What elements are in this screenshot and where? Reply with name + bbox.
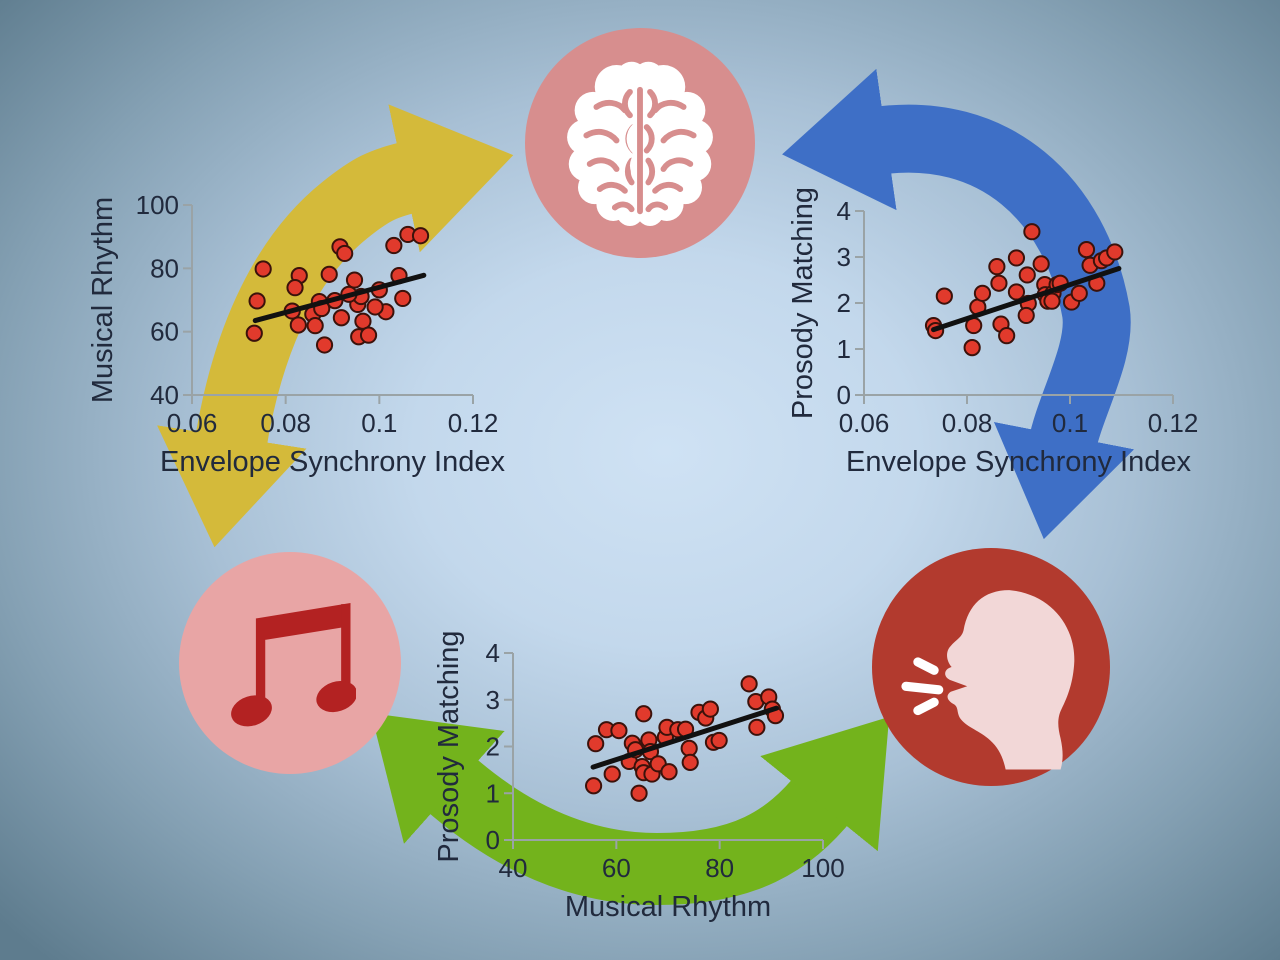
data-point bbox=[1023, 223, 1041, 241]
y-tick-label: 60 bbox=[150, 317, 179, 347]
y-tick-label: 100 bbox=[136, 190, 179, 220]
x-axis-label: Envelope Synchrony Index bbox=[160, 446, 505, 478]
data-point bbox=[1106, 243, 1124, 261]
y-tick-label: 1 bbox=[837, 334, 851, 364]
brain-node bbox=[525, 28, 755, 258]
data-point bbox=[1032, 255, 1050, 273]
data-point bbox=[630, 784, 648, 802]
arrow-music-to-brain bbox=[157, 104, 514, 548]
data-point bbox=[610, 722, 628, 740]
data-point bbox=[286, 279, 304, 297]
data-point bbox=[1017, 306, 1035, 325]
data-point bbox=[394, 289, 412, 308]
data-point bbox=[289, 316, 307, 334]
data-point bbox=[680, 739, 698, 757]
trend-line bbox=[590, 705, 779, 770]
y-tick-label: 3 bbox=[837, 242, 851, 272]
y-tick-label: 4 bbox=[837, 196, 851, 226]
data-point bbox=[990, 274, 1008, 292]
y-tick-label: 2 bbox=[486, 732, 500, 762]
data-point bbox=[315, 336, 334, 354]
brain-fissure bbox=[637, 86, 643, 215]
music-node bbox=[179, 552, 401, 774]
data-point bbox=[245, 324, 263, 342]
head-profile bbox=[945, 590, 1075, 770]
data-point bbox=[701, 700, 719, 718]
x-axis-label: Envelope Synchrony Index bbox=[846, 446, 1191, 478]
data-point bbox=[254, 260, 272, 278]
trend-line bbox=[252, 272, 427, 324]
x-tick-label: 0.12 bbox=[1148, 408, 1199, 438]
data-point bbox=[998, 327, 1016, 345]
x-tick-label: 0.12 bbox=[448, 408, 499, 438]
x-tick-label: 60 bbox=[602, 853, 631, 883]
y-tick-label: 3 bbox=[486, 685, 500, 715]
data-point bbox=[973, 284, 992, 302]
data-point bbox=[710, 731, 728, 750]
x-tick-label: 0.06 bbox=[167, 408, 218, 438]
y-tick-label: 1 bbox=[486, 778, 500, 808]
data-point bbox=[681, 753, 699, 771]
data-point bbox=[385, 236, 403, 255]
data-point bbox=[635, 705, 653, 723]
y-tick-label: 80 bbox=[150, 253, 179, 283]
speech-rays-icon bbox=[901, 657, 944, 716]
x-axis-label: Musical Rhythm bbox=[565, 891, 771, 923]
data-point bbox=[963, 339, 981, 357]
y-tick-label: 40 bbox=[150, 380, 179, 410]
brain-icon bbox=[567, 55, 724, 231]
data-point bbox=[585, 777, 603, 795]
data-point bbox=[366, 298, 384, 316]
data-point bbox=[748, 718, 766, 736]
music-note-icon bbox=[231, 603, 356, 727]
data-point bbox=[359, 326, 378, 344]
data-point bbox=[1018, 266, 1036, 284]
data-point bbox=[1077, 241, 1096, 259]
data-point bbox=[320, 265, 338, 283]
speaking-head-icon bbox=[901, 590, 1075, 770]
x-tick-label: 40 bbox=[499, 853, 528, 883]
data-point bbox=[740, 675, 758, 693]
data-point bbox=[587, 735, 605, 753]
data-point bbox=[336, 244, 354, 263]
data-point bbox=[1043, 292, 1061, 310]
y-tick-label: 0 bbox=[837, 380, 851, 410]
x-tick-label: 80 bbox=[705, 853, 734, 883]
data-point bbox=[660, 763, 678, 781]
y-axis-label: Prosody Matching bbox=[433, 630, 465, 862]
x-tick-label: 0.06 bbox=[839, 408, 890, 438]
y-axis-label: Musical Rhythm bbox=[87, 197, 119, 403]
data-point bbox=[345, 271, 364, 289]
y-tick-label: 2 bbox=[837, 288, 851, 318]
y-axis-label: Prosody Matching bbox=[787, 187, 819, 419]
x-tick-label: 0.08 bbox=[942, 408, 993, 438]
data-point bbox=[332, 309, 350, 327]
speech-node bbox=[872, 548, 1110, 786]
y-tick-label: 0 bbox=[486, 825, 500, 855]
data-point bbox=[935, 287, 953, 305]
data-point bbox=[1007, 249, 1026, 267]
y-tick-label: 4 bbox=[486, 638, 500, 668]
data-point bbox=[1070, 284, 1088, 302]
data-point bbox=[603, 765, 621, 783]
x-tick-label: 100 bbox=[801, 853, 844, 883]
x-tick-label: 0.1 bbox=[361, 408, 397, 438]
x-tick-label: 0.1 bbox=[1052, 408, 1088, 438]
data-point bbox=[354, 312, 372, 330]
data-point bbox=[248, 292, 266, 310]
data-point bbox=[411, 227, 430, 245]
trend-line bbox=[931, 266, 1122, 333]
data-point bbox=[988, 258, 1006, 276]
data-point bbox=[306, 317, 324, 335]
x-tick-label: 0.08 bbox=[260, 408, 311, 438]
data-point bbox=[1007, 283, 1026, 301]
